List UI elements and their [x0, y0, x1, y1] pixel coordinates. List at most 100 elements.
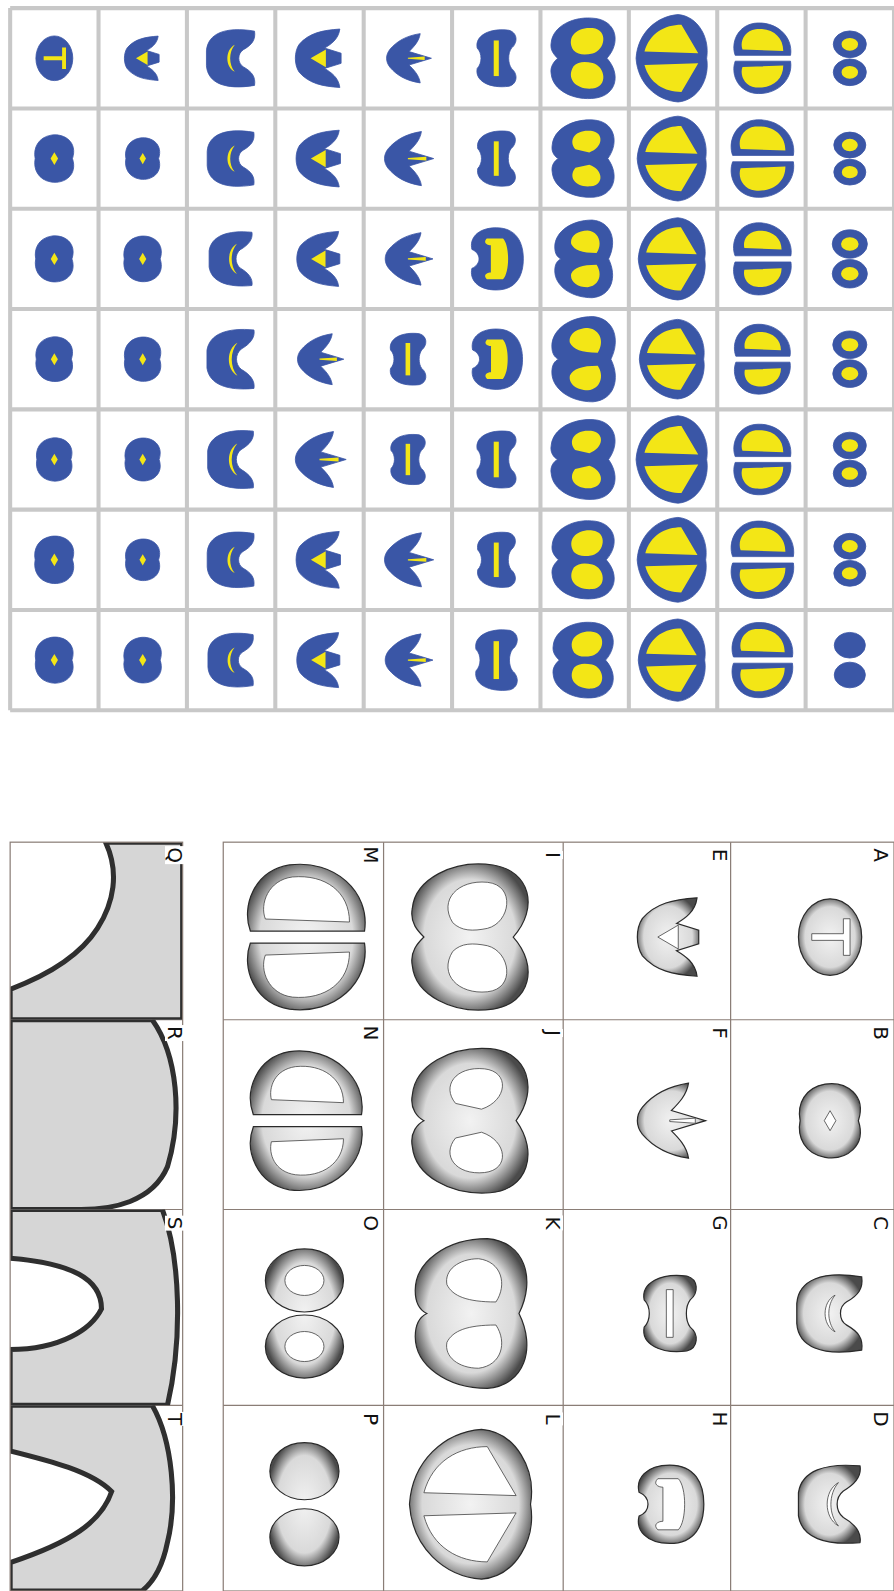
ventricle — [742, 430, 784, 489]
panel-letter: F — [710, 1026, 730, 1040]
ventricle — [44, 48, 66, 69]
section-outline — [297, 231, 340, 286]
brain-section — [637, 517, 706, 602]
ventricle — [745, 332, 781, 387]
section-outline — [206, 30, 254, 87]
section-outline — [295, 432, 346, 488]
brain-section — [295, 432, 346, 488]
ventricle — [827, 1483, 838, 1526]
gray-section — [797, 1275, 862, 1352]
brain-section — [295, 29, 341, 87]
section-outline — [834, 533, 866, 586]
section-outline — [637, 517, 706, 602]
section-outline — [644, 1275, 696, 1351]
ventricle — [494, 40, 499, 76]
brain-section — [296, 531, 340, 588]
brain-section — [124, 236, 161, 282]
section-outline — [36, 36, 73, 81]
panel-divider — [730, 842, 731, 1591]
brain-section — [638, 218, 705, 300]
ventricle — [424, 1447, 516, 1562]
panel-letter: O — [361, 1214, 381, 1232]
panel-letter: D — [871, 1410, 891, 1427]
grid-line — [715, 8, 719, 710]
section-outline — [552, 317, 616, 402]
brain-section — [552, 521, 614, 599]
ventricle — [812, 919, 850, 956]
section-outline — [833, 331, 867, 387]
cortex-zoom — [10, 1209, 177, 1405]
section-outline — [208, 431, 254, 489]
brain-section — [207, 131, 254, 187]
ventricle — [228, 647, 235, 672]
ventricle — [841, 338, 858, 380]
section-outline — [638, 218, 705, 300]
section-outline — [734, 23, 791, 94]
ventricle — [644, 25, 698, 92]
panel-letter: T — [165, 1411, 185, 1425]
ventricle — [448, 882, 507, 992]
section-outline — [798, 899, 861, 976]
ventricle — [742, 29, 784, 88]
ventricle — [645, 527, 697, 592]
brain-section — [126, 539, 160, 581]
brain-section — [637, 116, 706, 201]
ventricle — [646, 628, 697, 691]
section-outline — [124, 637, 161, 683]
section-outline — [385, 233, 433, 286]
brain-section — [553, 622, 613, 698]
grid-line — [10, 6, 894, 10]
section-outline — [207, 131, 254, 187]
brain-section — [833, 31, 866, 86]
section-outline — [209, 232, 252, 286]
section-outline — [35, 135, 74, 182]
brain-section — [125, 438, 160, 481]
section-outline — [36, 337, 73, 382]
ventricle — [406, 343, 411, 375]
ventricle — [825, 1295, 835, 1332]
grid-line — [892, 8, 894, 710]
ventricle — [571, 231, 600, 288]
grid-line — [10, 508, 894, 512]
section-outline — [207, 532, 254, 588]
gray-section — [412, 1048, 528, 1193]
section-outline — [124, 36, 159, 80]
brain-section — [476, 630, 518, 691]
brain-section — [834, 533, 866, 586]
brain-section — [35, 637, 73, 683]
grid-line — [804, 8, 808, 710]
section-outline — [35, 536, 74, 583]
section-outline — [247, 864, 365, 1010]
panel-block — [10, 842, 894, 1591]
ventricle — [408, 57, 425, 60]
ventricle — [572, 632, 603, 689]
ventricle — [645, 126, 697, 191]
ventricle — [841, 237, 859, 280]
ventricle — [229, 244, 237, 274]
ventricle — [311, 150, 326, 167]
panel-letter: K — [543, 1215, 563, 1230]
ventricle — [285, 1265, 324, 1361]
section-outline — [555, 220, 613, 298]
grid-line — [10, 106, 894, 110]
ventricle — [228, 145, 235, 171]
brain-section — [477, 431, 516, 488]
ventricle — [51, 353, 58, 365]
brain-section — [206, 30, 254, 87]
section-outline — [124, 337, 160, 381]
brain-section — [636, 15, 707, 102]
brain-section — [552, 120, 614, 197]
section-outline — [250, 1051, 362, 1191]
zoom-panels — [10, 842, 183, 1591]
ventricle — [447, 1259, 502, 1369]
ventricle — [51, 454, 58, 466]
cortex-zoom — [10, 1405, 172, 1591]
panel-letter: H — [710, 1410, 730, 1427]
grid-line — [627, 8, 631, 710]
brain-section — [124, 36, 159, 80]
cortex-zoom — [10, 1020, 176, 1210]
ventricle — [740, 528, 786, 592]
ventricle — [264, 877, 350, 998]
brain-section — [296, 130, 340, 187]
